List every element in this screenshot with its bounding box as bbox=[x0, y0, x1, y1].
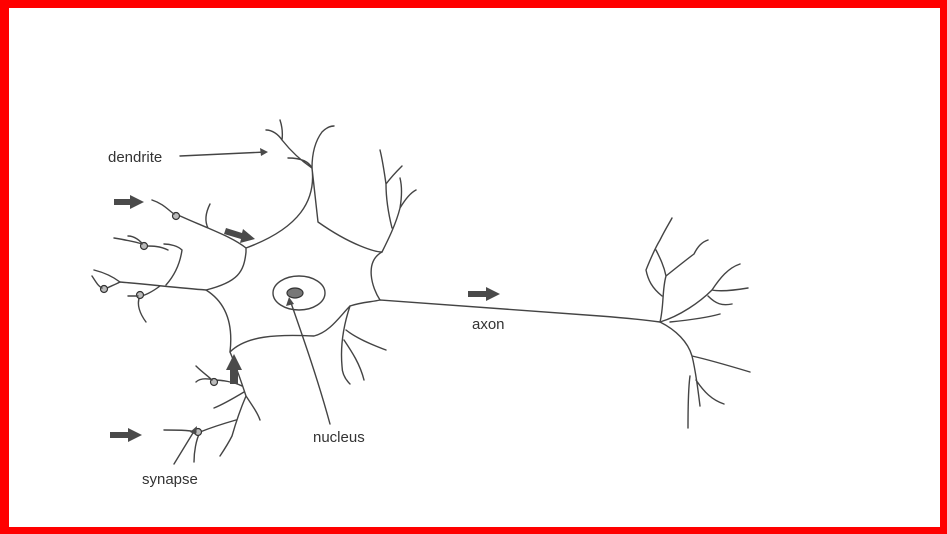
presynaptic-fibers bbox=[92, 200, 212, 432]
dendrite-left bbox=[94, 236, 206, 322]
axon-line bbox=[380, 300, 660, 322]
synapse-knobs bbox=[101, 213, 218, 436]
dendrite-pointer bbox=[180, 152, 266, 156]
signal-arrows bbox=[110, 195, 500, 442]
synapse-pointer bbox=[174, 428, 196, 464]
dendrite-upper-left bbox=[176, 204, 246, 248]
label-axon: axon bbox=[472, 316, 505, 333]
arrow-right-3 bbox=[468, 287, 500, 301]
soma-outline bbox=[206, 168, 382, 352]
arrow-up bbox=[226, 354, 242, 384]
dendrite-top bbox=[266, 120, 334, 168]
axon-terminal-branches bbox=[646, 218, 750, 428]
nucleolus bbox=[287, 288, 303, 298]
arrow-right-1 bbox=[114, 195, 144, 209]
arrow-right-2 bbox=[224, 228, 255, 243]
dendrite-pointer-head bbox=[260, 148, 268, 156]
nucleus-pointer bbox=[290, 300, 330, 424]
arrow-right-4 bbox=[110, 428, 142, 442]
label-dendrite: dendrite bbox=[108, 149, 162, 166]
dendrite-lower-right bbox=[341, 306, 386, 384]
dendrite-upper-right bbox=[380, 150, 416, 252]
label-synapse: synapse bbox=[142, 471, 198, 488]
label-nucleus: nucleus bbox=[313, 429, 365, 446]
